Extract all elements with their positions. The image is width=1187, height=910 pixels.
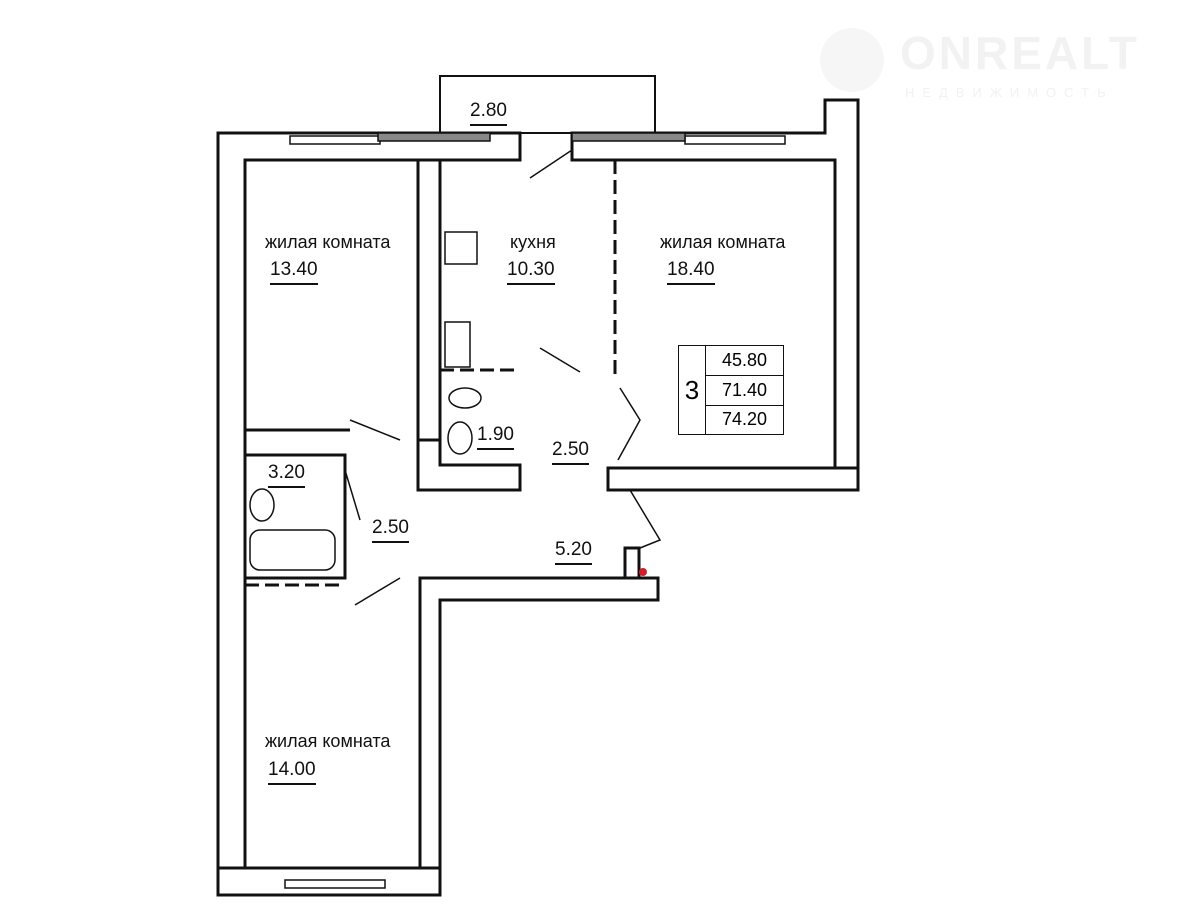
marker-dot bbox=[639, 568, 647, 576]
room-name: кухня bbox=[510, 232, 556, 252]
door-swing bbox=[539, 347, 581, 373]
corridor-area: 5.20 bbox=[555, 540, 592, 565]
bathtub-icon bbox=[249, 529, 336, 571]
room-name: жилая комната bbox=[265, 232, 391, 252]
hall-area: 2.50 bbox=[552, 440, 589, 465]
wall-left-room-kitchen bbox=[416, 158, 442, 462]
room-area: 14.00 bbox=[268, 760, 316, 785]
door-swing bbox=[617, 387, 641, 461]
room-area: 18.40 bbox=[667, 260, 715, 285]
wall-bath-block bbox=[416, 438, 522, 492]
washbasin-icon bbox=[447, 421, 473, 455]
watermark-logo-icon bbox=[820, 28, 884, 92]
room-name: жилая комната bbox=[660, 232, 786, 252]
sink-icon bbox=[444, 321, 471, 368]
window-top-right bbox=[684, 135, 786, 145]
watermark-subtitle: НЕДВИЖИМОСТЬ bbox=[905, 85, 1114, 100]
area-summary: 3 45.80 71.40 74.20 bbox=[678, 345, 784, 435]
wall-right-stub bbox=[623, 546, 641, 580]
door-swing bbox=[629, 489, 662, 549]
hatched-wall-left bbox=[377, 132, 491, 142]
stove-icon bbox=[444, 231, 478, 265]
watermark-brand: ONREALT bbox=[900, 27, 1140, 79]
room-area: 13.40 bbox=[270, 260, 318, 285]
washbasin-icon bbox=[249, 488, 275, 522]
door-swing bbox=[354, 577, 401, 606]
door-swing bbox=[529, 149, 573, 179]
hatched-wall-right bbox=[571, 132, 686, 142]
wall-right-room-bottom bbox=[606, 466, 860, 492]
room-name: жилая комната bbox=[265, 731, 391, 751]
window-top-left bbox=[289, 135, 381, 145]
balcony-outline bbox=[439, 75, 656, 134]
total-with-balcony: 74.20 bbox=[721, 409, 768, 429]
toilet-area: 1.90 bbox=[477, 425, 514, 450]
wall-corridor-bottom bbox=[418, 576, 660, 897]
door-swing bbox=[344, 469, 361, 521]
toilet-icon bbox=[448, 387, 482, 409]
wall-bathroom bbox=[243, 453, 347, 580]
hall-area: 2.50 bbox=[372, 518, 409, 543]
balcony-area: 2.80 bbox=[470, 101, 507, 126]
total-area: 71.40 bbox=[706, 376, 783, 406]
living-area: 45.80 bbox=[706, 346, 783, 376]
window-bottom bbox=[284, 879, 386, 889]
bathroom-area: 3.20 bbox=[268, 463, 305, 488]
door-swing bbox=[349, 419, 401, 441]
rooms-count: 3 bbox=[679, 346, 706, 434]
room-area: 10.30 bbox=[507, 260, 555, 285]
